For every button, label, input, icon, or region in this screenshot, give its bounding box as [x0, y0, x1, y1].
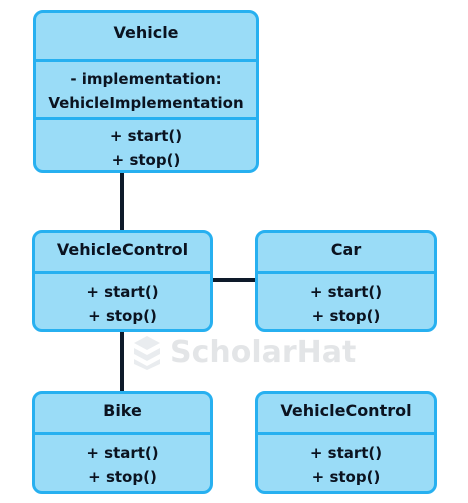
vehicle-class-name: Vehicle	[113, 23, 179, 42]
vehicle-attribute-line-2: VehicleImplementation	[48, 94, 244, 112]
scholarhat-logo-icon	[134, 336, 160, 370]
vehicle-control-2-class-name: VehicleControl	[280, 401, 412, 420]
vehicle-attribute-line-1: - implementation:	[70, 70, 222, 88]
vehicle-control-class-name: VehicleControl	[56, 240, 189, 259]
car-class-box: Car + start() + stop()	[255, 230, 437, 332]
bike-class-name: Bike	[103, 401, 142, 420]
vehicle-control-class-box: VehicleControl + start() + stop()	[32, 230, 213, 332]
connector-control-to-car	[211, 278, 258, 282]
vehicle-control-method-stop: + stop()	[88, 307, 157, 325]
vehicle-control-2-method-start: + start()	[309, 444, 383, 462]
connector-vehicle-to-control	[120, 172, 124, 234]
vehicle-control-2-class-box: VehicleControl + start() + stop()	[255, 391, 437, 494]
vehicle-control-2-method-stop: + stop()	[311, 468, 381, 486]
vehicle-class-box: Vehicle - implementation: VehicleImpleme…	[33, 10, 259, 173]
vehicle-method-stop: + stop()	[111, 151, 181, 169]
vehicle-method-start: + start()	[109, 127, 183, 145]
vehicle-control-method-start: + start()	[86, 283, 159, 301]
bike-class-box: Bike + start() + stop()	[32, 391, 213, 494]
watermark: ScholarHat	[132, 327, 372, 377]
car-method-start: + start()	[309, 283, 383, 301]
bike-method-start: + start()	[86, 444, 159, 462]
car-class-name: Car	[330, 240, 362, 259]
bike-method-stop: + stop()	[88, 468, 157, 486]
car-method-stop: + stop()	[311, 307, 381, 325]
connector-control-to-bike	[120, 329, 124, 393]
watermark-text: ScholarHat	[170, 334, 357, 370]
